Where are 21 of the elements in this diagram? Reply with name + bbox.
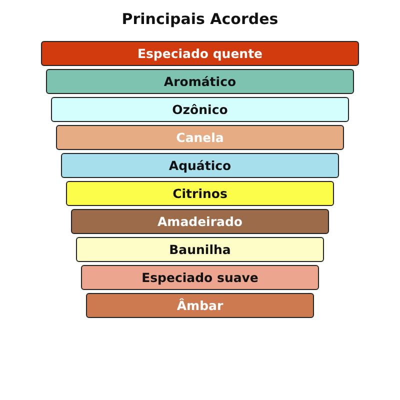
accord-label: Amadeirado xyxy=(158,214,242,229)
accord-label: Especiado suave xyxy=(142,270,258,285)
accord-bar xyxy=(71,209,329,234)
accord-label: Baunilha xyxy=(169,242,231,257)
accord-label: Aromático xyxy=(164,74,236,89)
accord-label: Citrinos xyxy=(172,186,228,201)
accord-label: Especiado quente xyxy=(137,46,263,61)
accord-bar xyxy=(41,41,359,66)
accord-bar xyxy=(46,69,354,94)
accord-bar xyxy=(76,237,324,262)
accord-label: Canela xyxy=(176,130,224,145)
accord-bar xyxy=(56,125,344,150)
chart-title: Principais Acordes xyxy=(120,10,280,28)
accord-bar xyxy=(61,153,339,178)
accord-bar xyxy=(51,97,349,122)
accord-bar xyxy=(66,181,334,206)
accord-label: Âmbar xyxy=(176,298,224,313)
accord-bar xyxy=(86,293,314,318)
accord-label: Aquático xyxy=(168,158,232,173)
accord-bar xyxy=(81,265,319,290)
accord-label: Ozônico xyxy=(172,102,228,117)
